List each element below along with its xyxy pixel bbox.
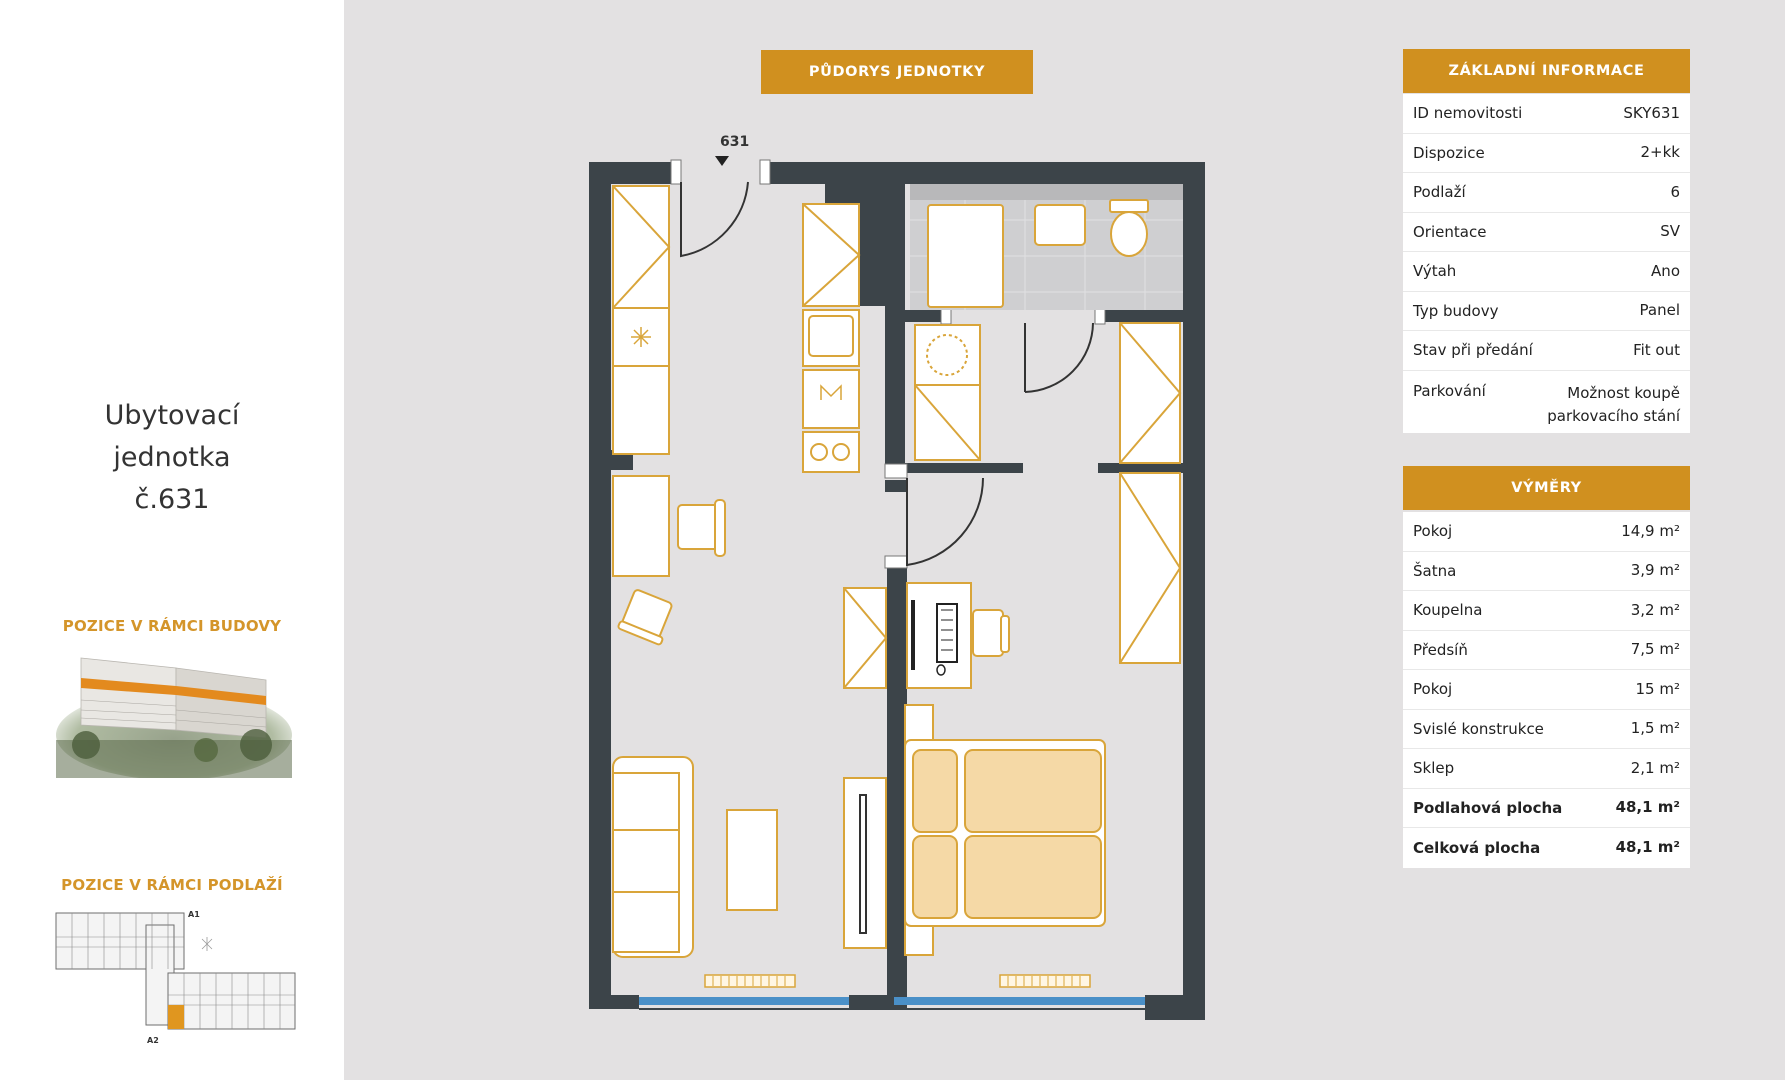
extractor-icon: [631, 327, 651, 347]
building-position-heading: POZICE V RÁMCI BUDOVY: [62, 617, 282, 635]
table-row: Koupelna 3,2 m²: [1403, 591, 1690, 631]
row-value: Ano: [1651, 261, 1680, 280]
table-row: Šatna 3,9 m²: [1403, 552, 1690, 591]
bed: [912, 749, 1102, 919]
row-label: Pokoj: [1413, 522, 1453, 541]
row-value: Fit out: [1633, 340, 1680, 359]
table-row: Svislé konstrukce 1,5 m²: [1403, 710, 1690, 749]
table-row: Typ budovy Panel: [1403, 292, 1690, 331]
row-value: 3,2 m²: [1630, 600, 1680, 619]
table-row: Sklep 2,1 m²: [1403, 749, 1690, 789]
row-label: Šatna: [1413, 561, 1457, 580]
table-row-floor-area: Podlahová plocha 48,1 m²: [1403, 789, 1690, 828]
row-value: 48,1 m²: [1615, 798, 1680, 817]
row-value: 1,5 m²: [1630, 719, 1680, 738]
table-row: Předsíň 7,5 m²: [1403, 631, 1690, 670]
row-value: 48,1 m²: [1615, 838, 1680, 857]
basic-info-table: ID nemovitosti SKY631 Dispozice 2+kk Podla…: [1403, 94, 1690, 433]
row-value: SKY631: [1623, 103, 1680, 122]
row-label: Předsíň: [1413, 640, 1468, 659]
compass-icon: [201, 937, 213, 951]
row-label: Stav při předání: [1413, 341, 1533, 360]
row-label: Orientace: [1413, 222, 1487, 241]
floorplan: 631: [589, 134, 1205, 1020]
row-label: Sklep: [1413, 759, 1455, 778]
row-label: Parkování: [1413, 381, 1486, 400]
floorplan-header: PŮDORYS JEDNOTKY: [761, 50, 1033, 94]
building-image: [56, 657, 292, 778]
door-swings: [680, 181, 1094, 566]
radiators: [704, 974, 1091, 988]
entrance-arrow-icon: [715, 156, 729, 166]
row-value: 7,5 m²: [1630, 640, 1680, 659]
row-label: Typ budovy: [1413, 301, 1499, 320]
floor-label-a2: A2: [147, 1036, 159, 1045]
floor-position-heading: POZICE V RÁMCI PODLAŽÍ: [61, 876, 283, 894]
row-label: Pokoj: [1413, 680, 1453, 699]
door-number-label: 631: [720, 134, 749, 150]
row-label: ID nemovitosti: [1413, 104, 1523, 123]
floor-label-a1: A1: [188, 910, 200, 919]
row-label: Podlahová plocha: [1413, 798, 1563, 817]
row-value: 2,1 m²: [1630, 758, 1680, 777]
row-value: 3,9 m²: [1630, 561, 1680, 580]
row-label: Celková plocha: [1413, 838, 1541, 857]
unit-title-line-3: č.631: [134, 484, 210, 515]
table-row: Dispozice 2+kk: [1403, 134, 1690, 173]
row-value: 2+kk: [1640, 143, 1681, 162]
computer-icon: [911, 600, 958, 676]
areas-header: VÝMĚRY: [1403, 466, 1690, 510]
unit-title: Ubytovací jednotka č.631: [0, 395, 344, 521]
table-row: ID nemovitosti SKY631: [1403, 94, 1690, 134]
table-row: Podlaží 6: [1403, 173, 1690, 213]
row-value: Možnost koupě parkovacího stání: [1547, 383, 1680, 425]
left-panel: Ubytovací jednotka č.631 POZICE V RÁMCI …: [0, 0, 344, 1080]
row-label: Dispozice: [1413, 143, 1485, 162]
table-row: Pokoj 14,9 m²: [1403, 512, 1690, 552]
floor-position-map: A1 A2: [55, 910, 296, 1045]
table-row: Stav při předání Fit out: [1403, 331, 1690, 371]
row-label: Výtah: [1413, 262, 1457, 281]
row-value: SV: [1660, 222, 1680, 241]
row-label: Koupelna: [1413, 601, 1483, 620]
row-value: 15 m²: [1635, 679, 1680, 698]
row-value: Panel: [1639, 301, 1680, 320]
table-row: Orientace SV: [1403, 213, 1690, 252]
unit-title-line-1: Ubytovací: [104, 400, 240, 431]
row-value: 6: [1670, 182, 1680, 201]
row-value: 14,9 m²: [1621, 521, 1680, 540]
row-label: Podlaží: [1413, 183, 1466, 202]
unit-title-line-2: jednotka: [113, 442, 231, 473]
table-row: Parkování Možnost koupě parkovacího stání: [1403, 371, 1690, 433]
basic-info-header: ZÁKLADNÍ INFORMACE: [1403, 49, 1690, 93]
table-row-total-area: Celková plocha 48,1 m²: [1403, 828, 1690, 868]
table-row: Pokoj 15 m²: [1403, 670, 1690, 710]
walls: [589, 162, 1205, 1020]
table-row: Výtah Ano: [1403, 252, 1690, 292]
windows: [639, 997, 1205, 1010]
row-label: Svislé konstrukce: [1413, 719, 1544, 738]
